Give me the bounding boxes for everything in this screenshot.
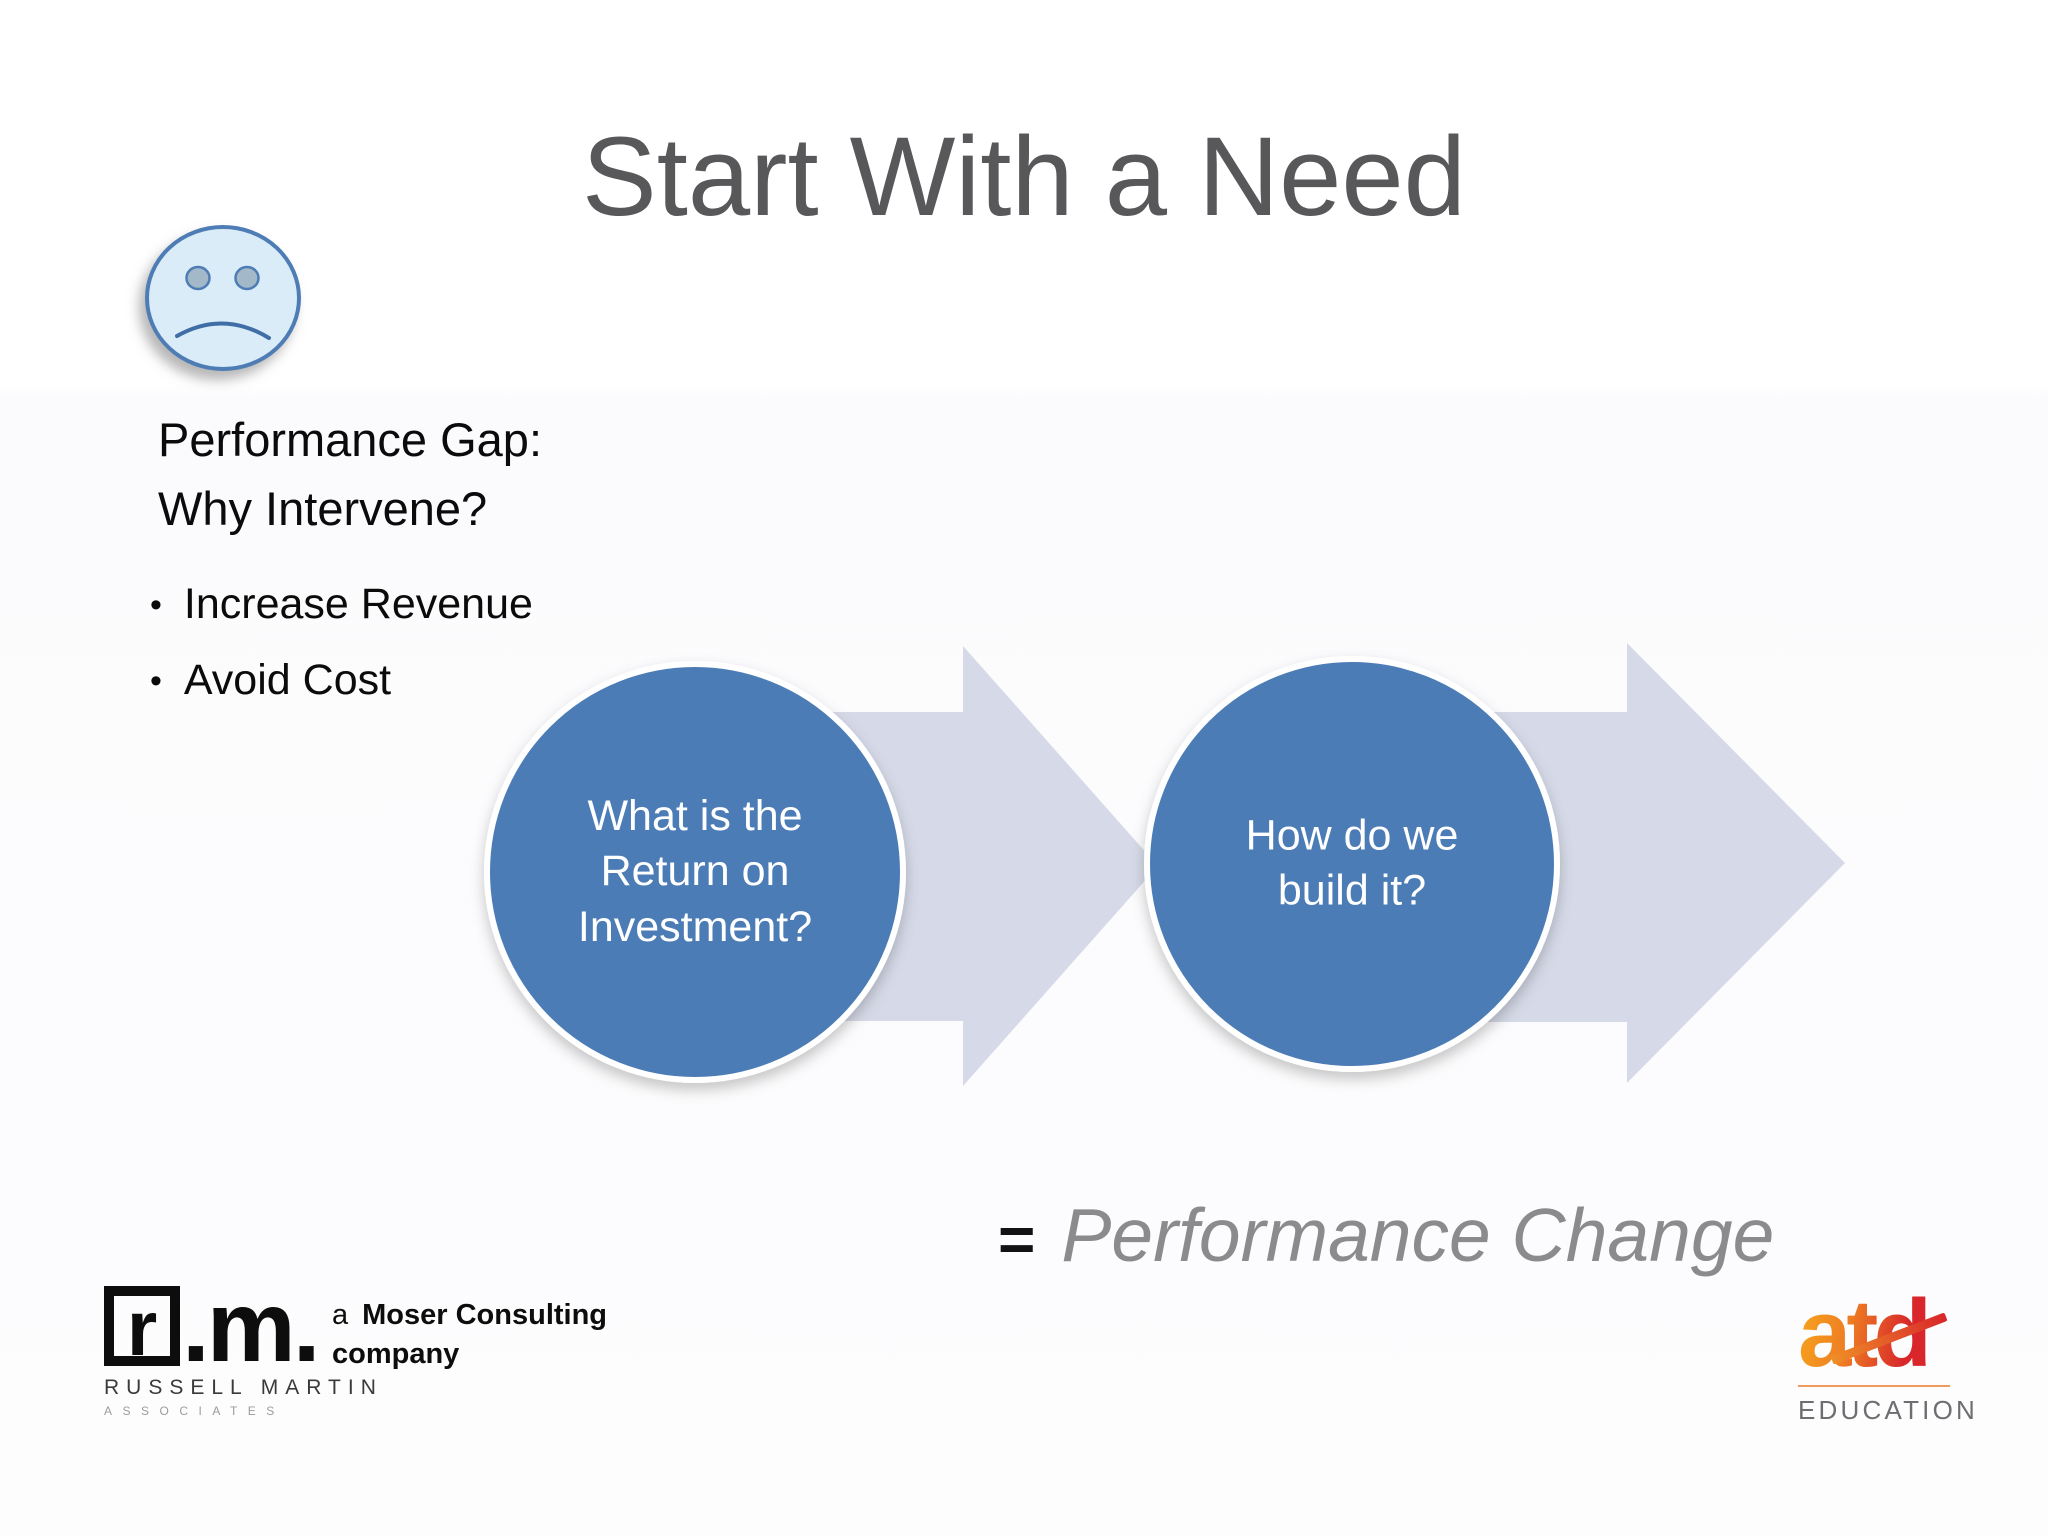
step-label-roi: What is the Return on Investment? [520,789,870,955]
page-title: Start With a Need [582,114,1466,239]
atd-divider [1798,1385,1950,1388]
bullet-text: Avoid Cost [183,656,392,704]
step-circle [1144,656,1560,1072]
tagline-bold2: company [332,1338,460,1371]
moser-tagline: a Moser Consulting company [332,1296,607,1374]
result-line: = Performance Change [998,1192,1774,1278]
moser-tagline-line2: company [332,1335,607,1374]
result-label: Performance Change [1061,1193,1775,1277]
rm-name: RUSSELL MARTIN [104,1376,383,1399]
heading-line-1: Performance Gap: [158,413,543,466]
step-label-line: Investment? [577,902,813,951]
list-item: • Avoid Cost [150,656,533,705]
rm-r-glyph: r [104,1286,180,1367]
russell-martin-logo: r .m. RUSSELL MARTIN ASSOCIATES [104,1271,383,1418]
step-label-line: How do we [1245,811,1459,860]
list-item: • Increase Revenue [150,580,533,629]
bullet-glyph: • [150,662,162,700]
step-circle [484,661,906,1083]
bullet-list: • Increase Revenue • Avoid Cost [150,580,533,705]
step-label-line: What is the [587,791,803,840]
atd-division-label: EDUCATION [1798,1395,1978,1426]
tagline-bold1: Moser Consulting [362,1299,608,1331]
step-label-build: How do we build it? [1192,809,1512,920]
equals-sign: = [998,1203,1036,1275]
bullet-glyph: • [150,586,162,624]
heading-line-2: Why Intervene? [158,481,488,535]
step-label-line: Return on [600,847,790,896]
rm-wordmark: r .m. [104,1271,383,1383]
bullet-text: Increase Revenue [183,580,533,628]
tagline-prefix: a [332,1299,349,1331]
moser-tagline-line1: a Moser Consulting [332,1296,607,1335]
performance-gap-heading: Performance Gap: Why Intervene? [158,406,542,543]
rm-subname: ASSOCIATES [104,1404,285,1418]
sad-face-icon [145,225,301,371]
atd-education-logo: atd EDUCATION [1798,1285,1978,1426]
step-label-line: build it? [1277,867,1427,915]
rm-m-glyph: .m. [182,1271,320,1383]
